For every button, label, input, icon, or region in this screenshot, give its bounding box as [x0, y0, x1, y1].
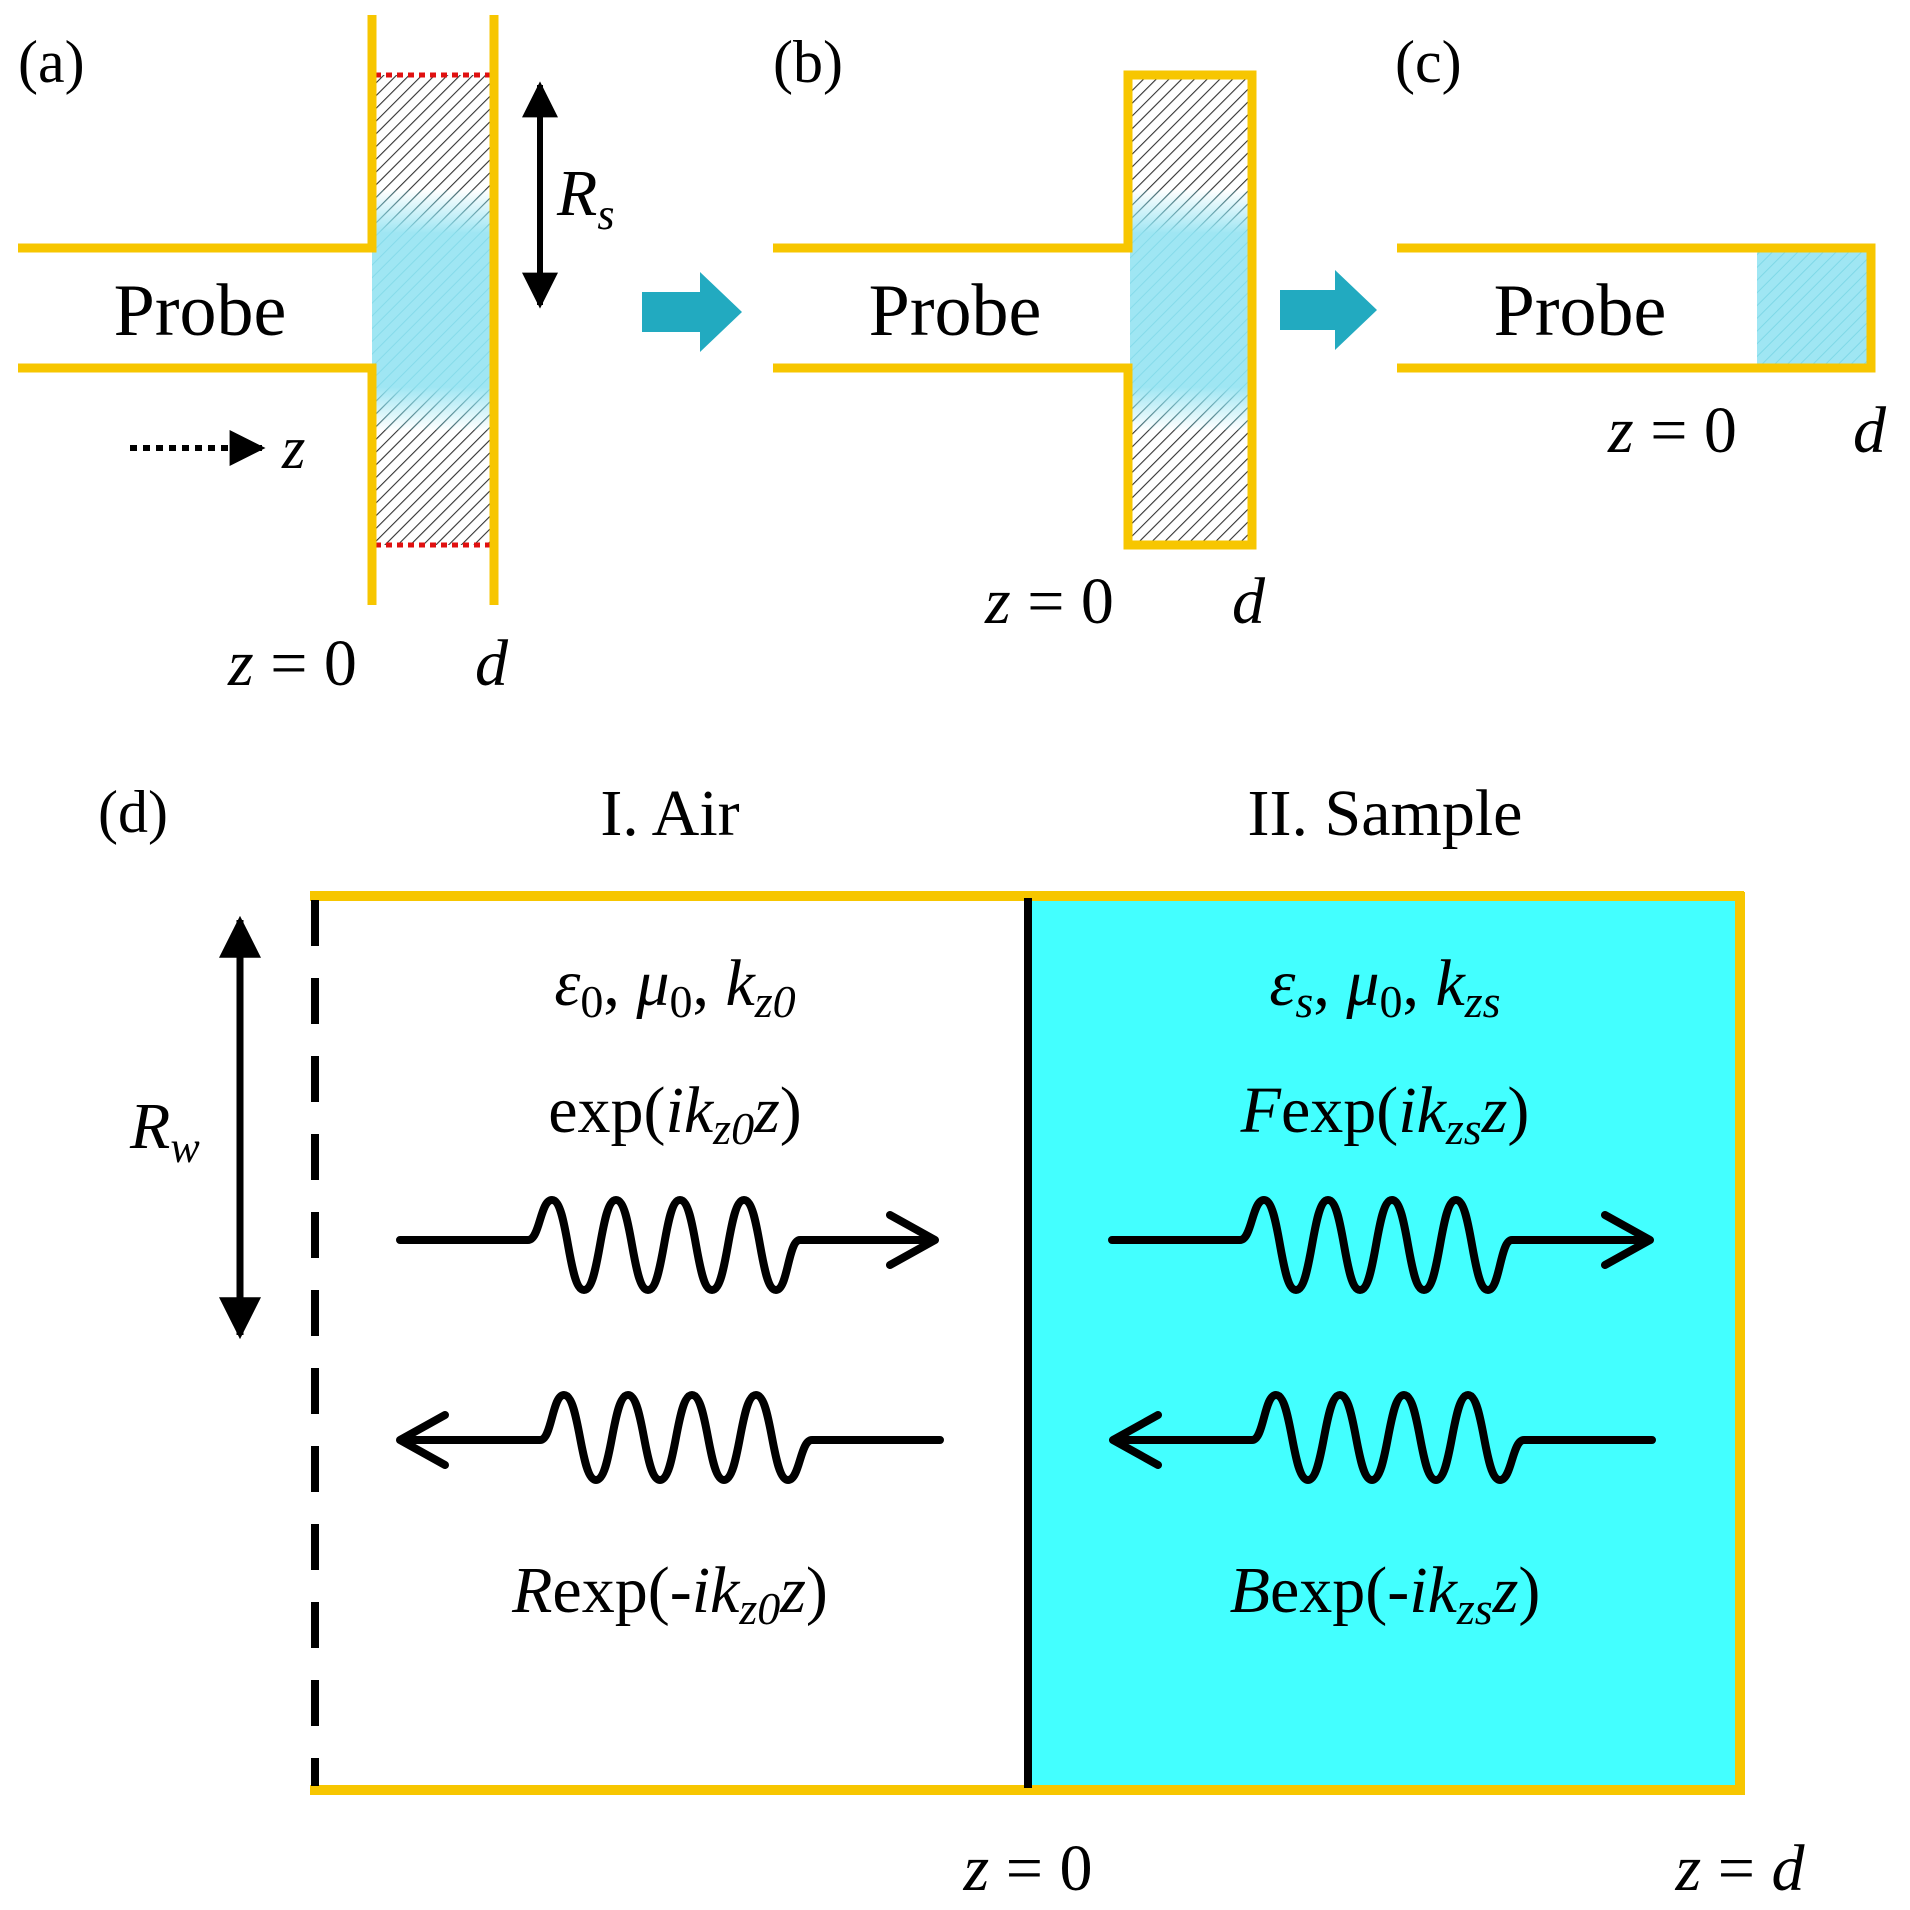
panel-c-label: (c) [1395, 29, 1462, 95]
panel-a-sample-cyan-hatch [372, 190, 494, 430]
sample-backward-wave-label: Bexp(-ikzsz) [1230, 1554, 1541, 1634]
bottom-z0-label: z = 0 [963, 1832, 1093, 1905]
panel-b: (b) Probe z = 0 d [773, 29, 1266, 638]
panel-c: (c) Probe z = 0 d [1395, 29, 1887, 467]
panel-c-probe-label: Probe [1494, 270, 1667, 352]
panel-b-probe-label: Probe [869, 270, 1042, 352]
panel-c-sample-hatch [1757, 250, 1869, 366]
panel-d: (d) I. Air II. Sample Rw ε0, μ0, kz0 exp… [98, 777, 1805, 1905]
panel-a-z-label: z [281, 415, 305, 481]
air-backward-wave-icon [401, 1391, 944, 1484]
panel-c-d-label: d [1853, 394, 1887, 467]
panel-d-label: (d) [98, 779, 168, 845]
air-backward-wave-label: Rexp(-ikz0z) [511, 1554, 828, 1634]
sample-backward-arrowhead-icon [1109, 1411, 1162, 1469]
panel-a-label: (a) [18, 29, 85, 95]
panel-c-z0-label: z = 0 [1607, 394, 1737, 467]
rw-label: Rw [129, 1090, 200, 1172]
sample-forward-arrowhead-icon [1601, 1211, 1654, 1269]
bottom-zd-label: z = d [1675, 1832, 1806, 1905]
air-forward-wave-label: exp(ikz0z) [548, 1074, 802, 1154]
panel-b-label: (b) [773, 29, 843, 95]
sample-region [1028, 898, 1740, 1788]
air-forward-wave-icon [396, 1196, 929, 1294]
air-forward-arrowhead-icon [886, 1211, 939, 1269]
panel-a-waveguide-lower [18, 363, 377, 605]
arrow-b-to-c-icon [1280, 270, 1377, 350]
panel-c-waveguide [1397, 243, 1876, 373]
region-sample-title: II. Sample [1248, 777, 1523, 850]
panel-b-d-label: d [1232, 565, 1266, 638]
panel-b-z0-label: z = 0 [984, 565, 1114, 638]
sample-forward-wave-icon [1108, 1196, 1644, 1294]
air-params: ε0, μ0, kz0 [554, 947, 795, 1027]
panel-a-waveguide-upper [18, 15, 377, 253]
air-backward-arrowhead-icon [396, 1411, 449, 1469]
panel-b-waveguide [773, 70, 1257, 550]
panel-a: (a) Probe Rs z z = 0 d [18, 15, 614, 700]
arrow-a-to-b-icon [642, 272, 742, 352]
panel-a-probe-label: Probe [114, 270, 287, 352]
region-air-title: I. Air [600, 777, 739, 850]
panel-a-z0-label: z = 0 [227, 627, 357, 700]
panel-b-sample-cyan-hatch [1130, 190, 1252, 430]
panel-a-rs-label: Rs [556, 157, 614, 239]
sample-forward-wave-label: Fexp(ikzsz) [1240, 1074, 1530, 1154]
sample-params: εs, μ0, kzs [1269, 947, 1500, 1027]
panel-a-d-label: d [475, 627, 509, 700]
sample-backward-wave-icon [1114, 1391, 1656, 1484]
